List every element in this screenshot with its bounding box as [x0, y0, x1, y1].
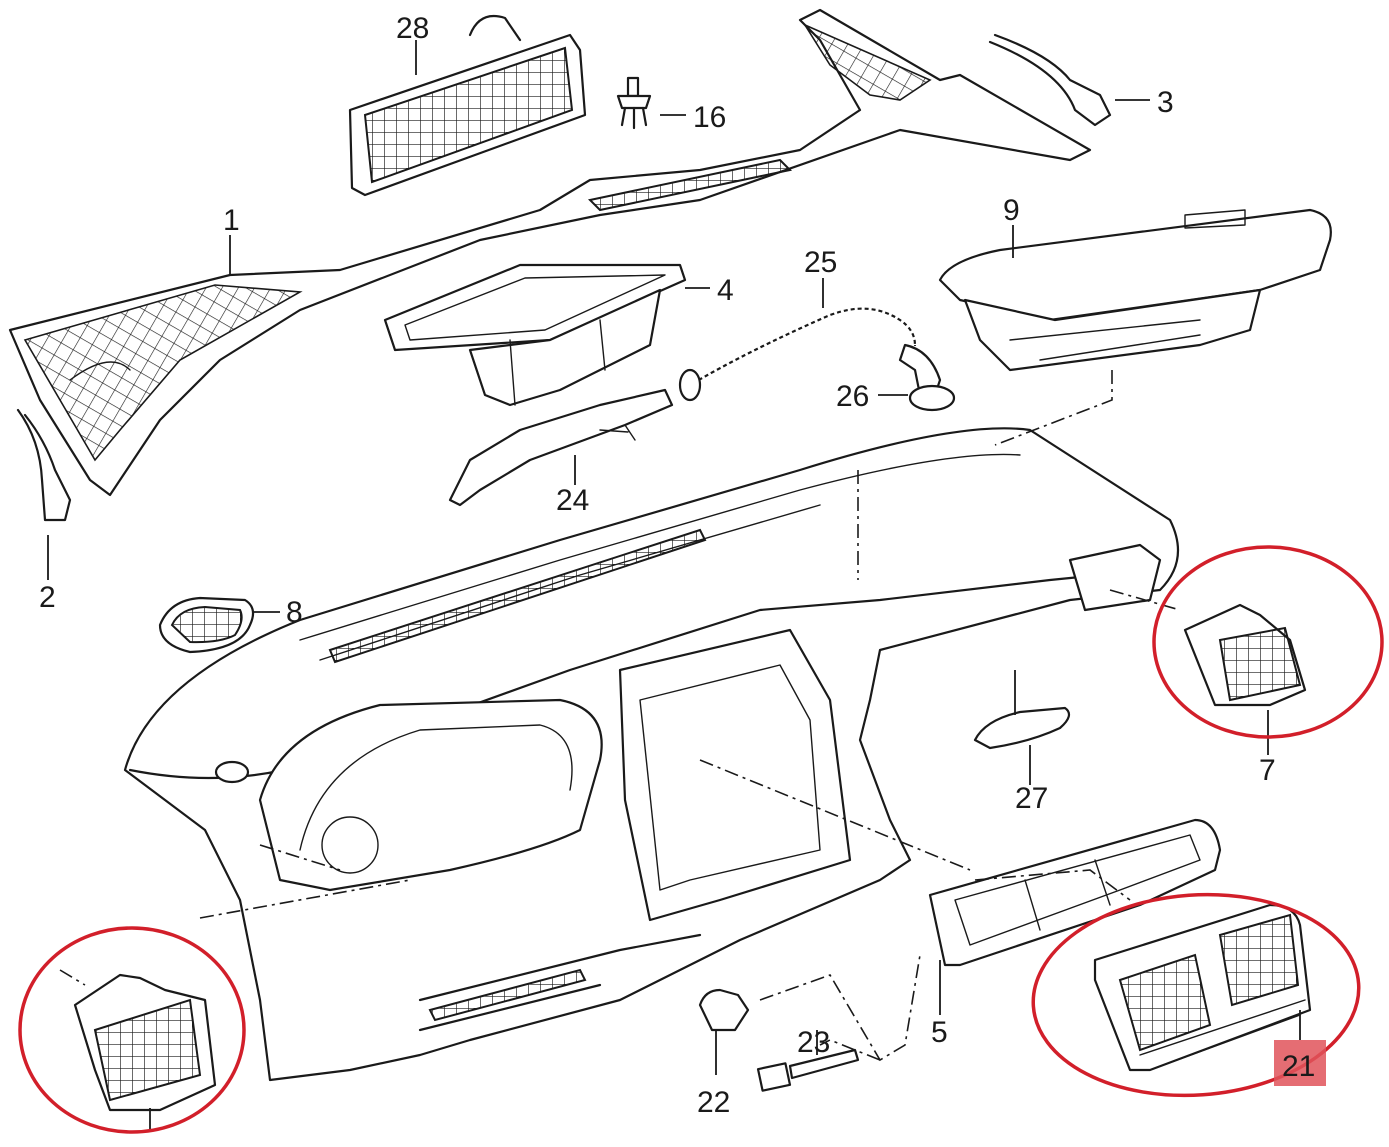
- part-5-center-vent-housing: [928, 818, 1222, 967]
- part-labels: 28 16 3 1 9 25 4 26 24 2 8 7 27 5 23 21 …: [39, 12, 1315, 1119]
- label-21: 21: [1282, 1050, 1315, 1083]
- label-26: 26: [836, 380, 869, 413]
- label-24: 24: [556, 484, 589, 517]
- label-25: 25: [804, 246, 837, 279]
- part-9-glove-box-lid: [938, 208, 1332, 372]
- dashboard-body: [123, 427, 1180, 1082]
- highlight-callouts: [18, 545, 1384, 1134]
- label-1: 1: [223, 204, 240, 237]
- label-22: 22: [697, 1086, 730, 1119]
- leader-lines: [47, 40, 1301, 1132]
- part-23-sensor: [756, 1048, 860, 1092]
- part-1-plenum-panel: [8, 8, 1092, 497]
- assembly-lines: [59, 370, 1181, 1062]
- part-28-cover-grille: [348, 14, 587, 197]
- part-6-left-air-vent: [73, 973, 217, 1112]
- label-8: 8: [286, 596, 303, 629]
- label-2: 2: [39, 581, 56, 614]
- label-4: 4: [717, 274, 734, 307]
- label-16: 16: [693, 101, 726, 134]
- part-27-trim-cover: [973, 706, 1071, 750]
- part-26-grommet: [898, 343, 956, 412]
- label-21-highlight-box: [1274, 1040, 1326, 1086]
- label-5: 5: [931, 1016, 948, 1049]
- callout-right-vent: [1152, 545, 1384, 739]
- label-28: 28: [396, 12, 429, 45]
- part-2-side-bracket: [16, 408, 72, 522]
- callout-left-vent: [18, 926, 246, 1134]
- label-27: 27: [1015, 782, 1048, 815]
- part-7-right-air-vent: [1183, 603, 1307, 707]
- label-3: 3: [1157, 86, 1174, 119]
- part-22-clip: [698, 988, 750, 1032]
- part-24-footwell-duct: [448, 388, 674, 507]
- part-21-center-air-vent: [1093, 903, 1312, 1072]
- part-25-hose: [678, 301, 923, 402]
- callout-center-vent: [1031, 892, 1361, 1098]
- part-4-air-duct: [383, 263, 687, 407]
- label-23: 23: [797, 1026, 830, 1059]
- label-7: 7: [1259, 754, 1276, 787]
- part-16-expanding-rivet: [616, 76, 652, 130]
- part-8-speaker-grille: [158, 596, 255, 654]
- part-3-trim-clip: [988, 33, 1112, 127]
- label-9: 9: [1003, 194, 1020, 227]
